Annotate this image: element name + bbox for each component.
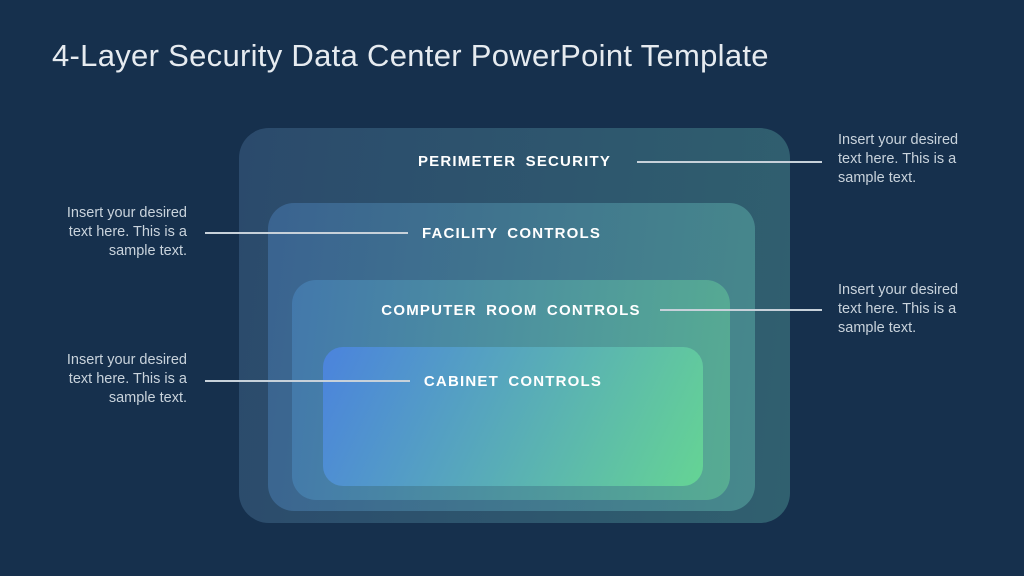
callout-text-line: Insert your desired	[838, 282, 959, 298]
callout-text-line: text here. This is a	[68, 224, 187, 240]
connector-line-perimeter-security	[637, 161, 822, 163]
layer-computer-room-controls-label: COMPUTER ROOM CONTROLS	[381, 302, 641, 319]
layer-facility-controls: FACILITY CONTROLS COMPUTER ROOM CONTROLS…	[268, 203, 755, 511]
layer-perimeter-security-label: PERIMETER SECURITY	[417, 153, 612, 170]
callout-perimeter-security: Insert your desired text here. This is a…	[838, 131, 958, 188]
callout-text-line: sample text.	[108, 390, 187, 406]
layer-cabinet-controls: CABINET CONTROLS	[323, 347, 703, 486]
connector-line-computer-room-controls	[660, 309, 822, 311]
slide-title: 4-Layer Security Data Center PowerPoint …	[52, 38, 769, 73]
callout-text-line: sample text.	[838, 320, 917, 336]
callout-text-line: text here. This is a	[838, 151, 957, 167]
connector-line-facility-controls	[205, 232, 408, 234]
callout-cabinet-controls: Insert your desired text here. This is a…	[67, 351, 187, 408]
callout-facility-controls: Insert your desired text here. This is a…	[67, 204, 187, 261]
callout-text-line: Insert your desired	[66, 205, 187, 221]
connector-line-cabinet-controls	[205, 380, 410, 382]
layer-cabinet-controls-label: CABINET CONTROLS	[423, 373, 603, 390]
callout-text-line: sample text.	[838, 170, 917, 186]
callout-text-line: sample text.	[108, 243, 187, 259]
callout-computer-room-controls: Insert your desired text here. This is a…	[838, 281, 958, 338]
layer-perimeter-security: PERIMETER SECURITY FACILITY CONTROLS COM…	[239, 128, 790, 523]
callout-text-line: text here. This is a	[838, 301, 957, 317]
callout-text-line: Insert your desired	[838, 132, 959, 148]
layer-computer-room-controls: COMPUTER ROOM CONTROLS CABINET CONTROLS	[292, 280, 730, 500]
callout-text-line: text here. This is a	[68, 371, 187, 387]
layer-facility-controls-label: FACILITY CONTROLS	[421, 225, 602, 242]
callout-text-line: Insert your desired	[66, 352, 187, 368]
